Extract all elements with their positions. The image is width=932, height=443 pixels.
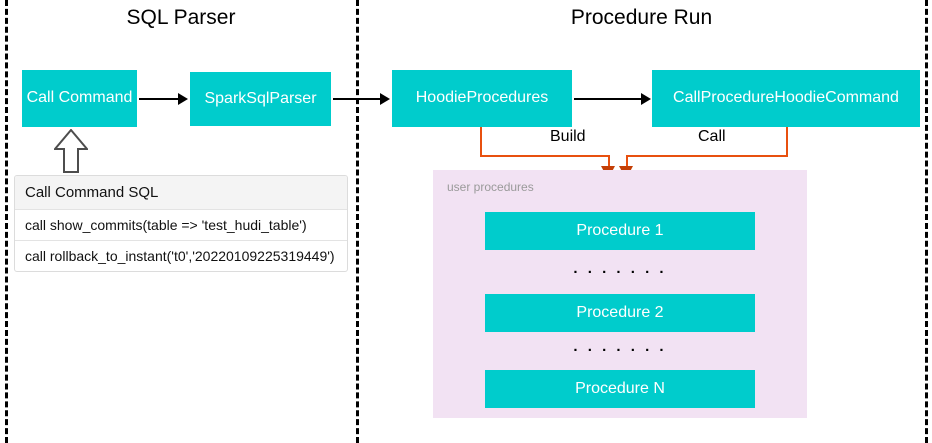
call-connector-segment-drop	[626, 155, 628, 169]
procedure-ellipsis: . . . . . . .	[573, 338, 667, 355]
sql-table-row: call rollback_to_instant('t0','202201092…	[25, 248, 335, 264]
procedure-ellipsis: . . . . . . .	[573, 260, 667, 277]
build-connector-segment-vertical	[480, 127, 482, 156]
arrow-parser-to-hoodie-procedures-line	[333, 98, 381, 100]
node-spark-sql-parser: SparkSqlParser	[190, 72, 331, 126]
procedure-box: Procedure 1	[485, 212, 755, 250]
user-procedures-panel: user procedures Procedure 1 . . . . . . …	[433, 170, 807, 418]
procedure-box: Procedure 2	[485, 294, 755, 332]
node-hoodie-procedures: HoodieProcedures	[392, 70, 572, 127]
call-connector-segment-horizontal	[626, 155, 788, 157]
procedure-box: Procedure N	[485, 370, 755, 408]
arrow-call-command-to-parser-line	[139, 98, 180, 100]
build-connector-segment-horizontal	[480, 155, 609, 157]
arrow-parser-to-hoodie-procedures-head-icon	[380, 93, 390, 105]
build-connector-segment-drop	[608, 155, 610, 169]
lane-title-sql-parser: SQL Parser	[126, 6, 236, 29]
edge-label-build: Build	[546, 128, 590, 146]
lane-divider-middle	[356, 0, 359, 443]
node-call-command: Call Command	[22, 70, 137, 127]
lane-divider-right	[925, 0, 928, 443]
arrow-call-command-to-parser-head-icon	[178, 93, 188, 105]
lane-divider-left	[5, 0, 8, 443]
arrow-hoodie-procedures-to-command-line	[574, 98, 642, 100]
lane-title-procedure-run: Procedure Run	[570, 6, 713, 29]
call-command-sql-table: Call Command SQL call show_commits(table…	[14, 175, 348, 272]
call-connector-segment-vertical	[786, 127, 788, 156]
sql-table-row: call show_commits(table => 'test_hudi_ta…	[15, 210, 347, 241]
node-call-procedure-hoodie-command: CallProcedureHoodieCommand	[652, 70, 920, 127]
user-procedures-panel-label: user procedures	[447, 180, 534, 194]
block-arrow-up-icon	[54, 129, 88, 173]
sql-table-header: Call Command SQL	[15, 176, 347, 210]
arrow-hoodie-procedures-to-command-head-icon	[641, 93, 651, 105]
edge-label-call: Call	[694, 128, 730, 146]
